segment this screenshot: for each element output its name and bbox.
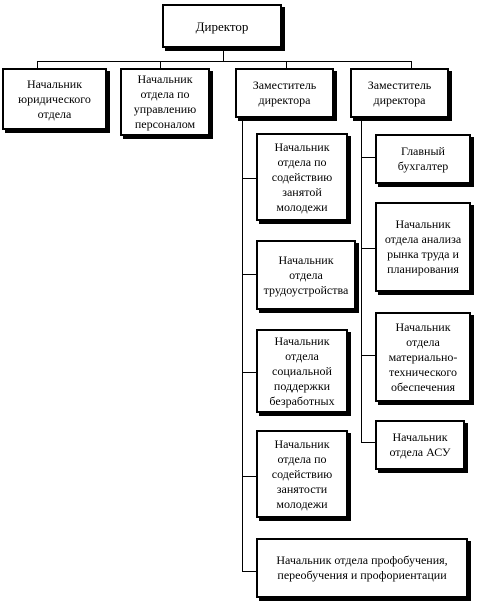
deputy2-branch-4: [361, 442, 375, 443]
deputy1-branch-1: [242, 178, 256, 179]
deputy2-branch-2: [361, 248, 375, 249]
hr-head-box: Начальник отдела по управлению персонало…: [120, 68, 210, 136]
asu-dept-label: Начальник отдела АСУ: [389, 430, 451, 459]
deputy2-branch-3: [361, 355, 375, 356]
vocational-training-dept-box: Начальник отдела профобучения, переобуче…: [256, 538, 468, 598]
legal-head-box: Начальник юридического отдела: [2, 68, 107, 130]
labor-market-analysis-dept-box: Начальник отдела анализа рынка труда и п…: [375, 202, 471, 292]
deputy1-branch-3: [242, 372, 256, 373]
director-down-connector: [223, 46, 224, 62]
unemployed-support-dept-box: Начальник отдела социальной поддержки бе…: [256, 329, 348, 413]
youth-employment-dept-2-label: Начальник отдела по содействию занятости…: [271, 436, 333, 511]
chief-accountant-box: Главный бухгалтер: [375, 134, 471, 184]
logistics-dept-box: Начальник отдела материально-техническог…: [375, 312, 471, 402]
connector-deputy2: [411, 61, 412, 69]
job-placement-dept-label: Начальник отдела трудоустройства: [263, 252, 349, 297]
deputy-director-2-box: Заместитель директора: [350, 68, 449, 118]
chief-accountant-label: Главный бухгалтер: [397, 144, 449, 173]
director-box: Директор: [162, 4, 282, 48]
deputy-director-1-label: Заместитель директора: [252, 78, 317, 107]
labor-market-analysis-dept-label: Начальник отдела анализа рынка труда и п…: [384, 217, 462, 276]
deputy2-branch-1: [361, 157, 375, 158]
deputy-director-1-box: Заместитель директора: [235, 68, 334, 118]
connector-deputy1: [286, 61, 287, 69]
youth-employment-dept-label: Начальник отдела по содействию занятой м…: [271, 139, 333, 214]
director-label: Директор: [195, 18, 249, 34]
youth-employment-dept-box: Начальник отдела по содействию занятой м…: [256, 133, 348, 221]
hr-head-label: Начальник отдела по управлению персонало…: [133, 72, 197, 131]
deputy1-branch-2: [242, 274, 256, 275]
deputy-director-2-label: Заместитель директора: [367, 78, 432, 107]
unemployed-support-dept-label: Начальник отдела социальной поддержки бе…: [269, 333, 335, 408]
youth-employment-dept-2-box: Начальник отдела по содействию занятости…: [256, 430, 348, 518]
vocational-training-dept-label: Начальник отдела профобучения, переобуче…: [276, 553, 448, 582]
connector-legal: [37, 61, 38, 69]
connector-hr: [160, 61, 161, 69]
deputy1-spine: [242, 118, 243, 571]
asu-dept-box: Начальник отдела АСУ: [375, 420, 465, 470]
deputy1-branch-4: [242, 476, 256, 477]
deputy1-branch-5: [242, 571, 256, 572]
job-placement-dept-box: Начальник отдела трудоустройства: [256, 240, 356, 310]
top-level-bus: [37, 61, 412, 62]
logistics-dept-label: Начальник отдела материально-техническог…: [388, 319, 458, 394]
deputy2-spine: [361, 118, 362, 442]
legal-head-label: Начальник юридического отдела: [18, 76, 91, 121]
